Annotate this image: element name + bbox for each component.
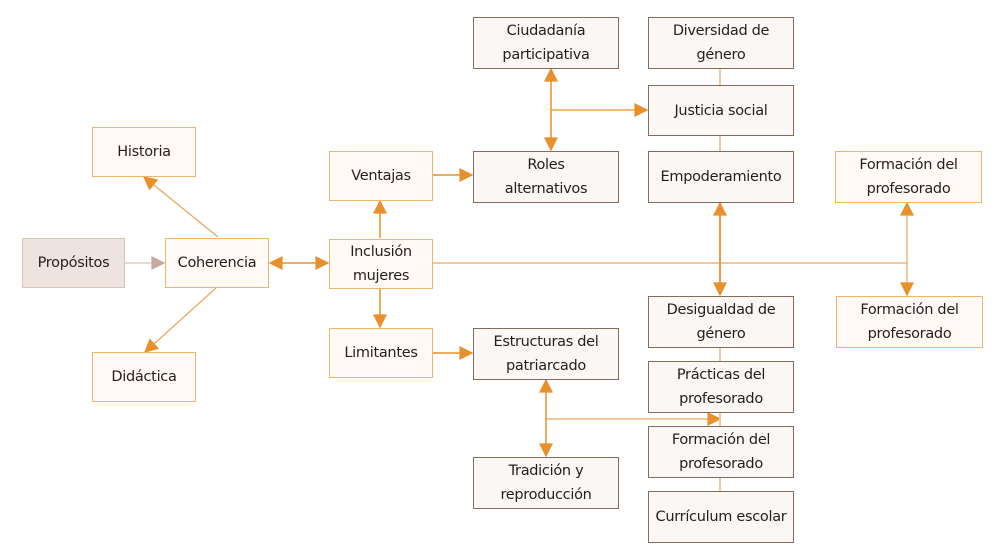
node-label: Currículum escolar: [655, 509, 787, 525]
node-label: Tradición y reproducción: [500, 463, 592, 503]
node-justicia[interactable]: Justicia social: [648, 85, 794, 136]
node-label: Propósitos: [37, 255, 110, 271]
node-label: Ciudadanía participativa: [502, 23, 590, 63]
node-roles[interactable]: Roles alternativos: [473, 151, 619, 203]
edge-coherencia-didactica: [143, 287, 217, 353]
node-label: Justicia social: [674, 102, 768, 119]
edge-coherencia-historia: [142, 176, 219, 238]
node-limitantes[interactable]: Limitantes: [329, 328, 433, 378]
node-label: Formación del profesorado: [671, 432, 771, 472]
node-label: Inclusión mujeres: [350, 244, 412, 284]
node-empoderamiento[interactable]: Empoderamiento: [648, 151, 794, 203]
node-label: Roles alternativos: [504, 157, 588, 197]
node-label: Historia: [117, 144, 171, 160]
node-label: Ventajas: [351, 168, 411, 184]
node-label: Desigualdad de género: [666, 302, 776, 342]
node-formacion-bottom-right[interactable]: Formación del profesorado: [836, 296, 983, 348]
node-label: Limitantes: [344, 345, 418, 361]
node-label: Estructuras del patriarcado: [493, 334, 599, 374]
node-label: Formación del profesorado: [860, 302, 959, 342]
node-desigualdad[interactable]: Desigualdad de género: [648, 296, 794, 348]
node-propositos[interactable]: Propósitos: [22, 238, 125, 288]
node-curriculum[interactable]: Currículum escolar: [648, 491, 794, 543]
node-label: Didáctica: [111, 369, 177, 385]
node-label: Prácticas del profesorado: [676, 367, 766, 407]
node-historia[interactable]: Historia: [92, 127, 196, 177]
node-coherencia[interactable]: Coherencia: [165, 238, 269, 288]
node-didactica[interactable]: Didáctica: [92, 352, 196, 402]
node-practicas[interactable]: Prácticas del profesorado: [648, 361, 794, 413]
node-ventajas[interactable]: Ventajas: [329, 151, 433, 201]
node-label: Formación del profesorado: [859, 157, 958, 197]
node-label: Empoderamiento: [660, 169, 782, 185]
node-label: Diversidad de género: [672, 23, 770, 63]
node-diversidad[interactable]: Diversidad de género: [648, 17, 794, 69]
node-formacion-top-right[interactable]: Formación del profesorado: [835, 151, 982, 203]
node-ciudadania[interactable]: Ciudadanía participativa: [473, 17, 619, 69]
node-formacion-middle[interactable]: Formación del profesorado: [648, 426, 794, 478]
node-label: Coherencia: [177, 255, 257, 271]
node-estructuras[interactable]: Estructuras del patriarcado: [473, 328, 619, 380]
node-tradicion[interactable]: Tradición y reproducción: [473, 457, 619, 509]
node-inclusion-mujeres[interactable]: Inclusión mujeres: [329, 239, 433, 289]
